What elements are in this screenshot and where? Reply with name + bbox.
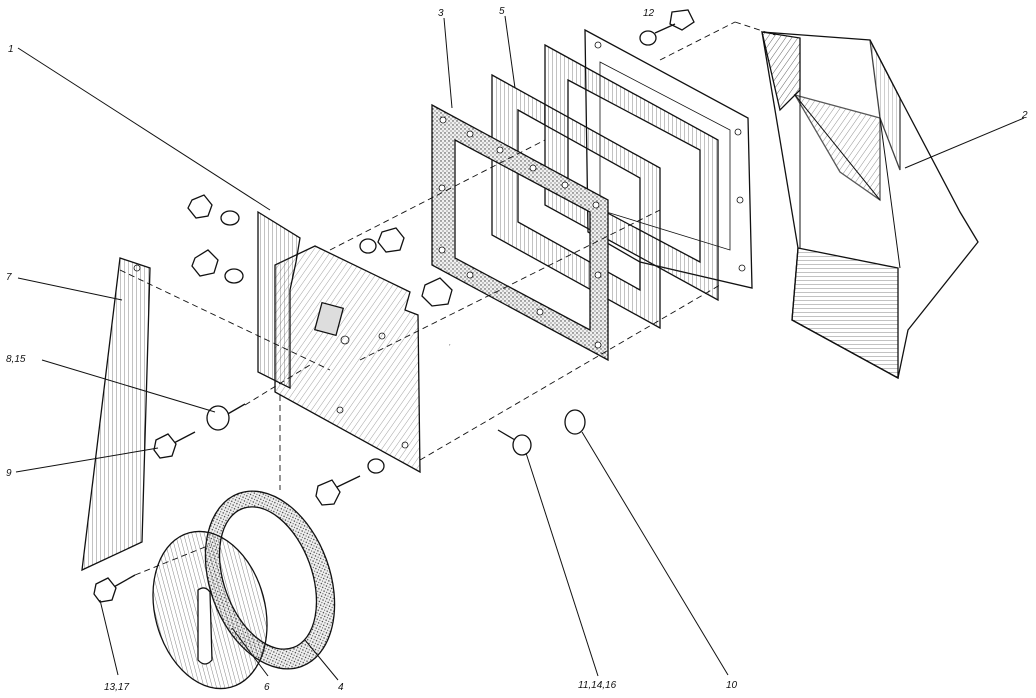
callout-c6: 6: [264, 682, 270, 693]
gasket-3: [431, 103, 609, 362]
frame-plate: [491, 73, 661, 330]
assembly-axes: [119, 21, 776, 576]
bolt-13-17: [93, 574, 136, 603]
long-bolt-10: [448, 342, 586, 435]
callout-c4: 4: [338, 682, 344, 693]
callout-c1: 1: [8, 44, 14, 55]
bolt-lower: [315, 458, 385, 506]
frame-plate-5: [544, 43, 719, 302]
callout-c9: 9: [6, 468, 12, 479]
fasteners: [93, 9, 695, 603]
callout-c815: 8,15: [6, 354, 26, 365]
callout-c5: 5: [499, 6, 505, 17]
cover-cap-6: [152, 530, 268, 690]
callout-c2: 2: [1021, 110, 1028, 121]
mounting-plate: [257, 210, 421, 474]
duct-housing: [761, 31, 979, 380]
callout-c111416: 11,14,16: [578, 680, 617, 691]
bolt-9: [153, 431, 196, 459]
screw-11-14-16: [497, 429, 532, 456]
callout-c1317: 13,17: [104, 682, 129, 693]
callout-c12: 12: [643, 8, 655, 19]
screw-8-15: [206, 403, 246, 431]
leader-lines: [15, 15, 1025, 681]
callout-c10: 10: [726, 680, 738, 691]
wedge-strip-7: [81, 257, 151, 572]
callout-c7: 7: [6, 272, 12, 283]
callout-c3: 3: [438, 8, 444, 19]
